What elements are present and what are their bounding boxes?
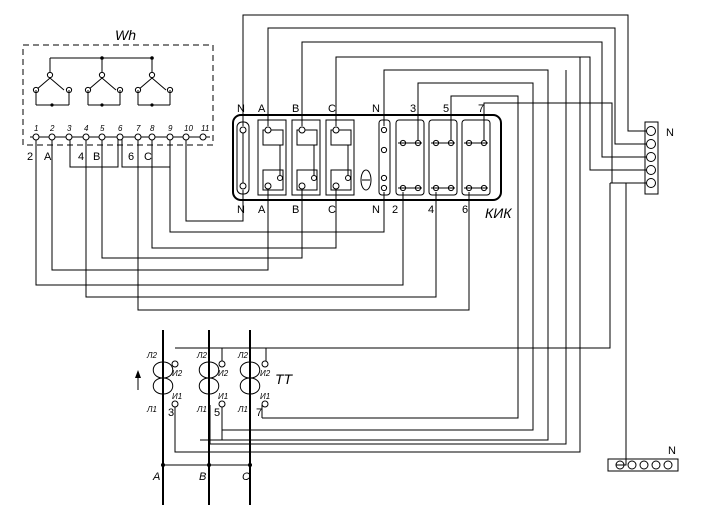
right-bus-outline — [644, 121, 659, 195]
meter-terminal — [199, 133, 207, 141]
meter-terminal — [48, 133, 56, 141]
block-cell-3 — [395, 119, 425, 196]
meter-terminal — [116, 133, 124, 141]
ct-c-i1: И1 — [260, 392, 270, 401]
ct-a-coil — [152, 361, 164, 395]
block-cell-5 — [428, 119, 458, 196]
ct-a-i1: И1 — [172, 392, 182, 401]
meter-terminal — [148, 133, 156, 141]
current-direction-arrow-icon — [135, 370, 141, 378]
ct-c-l2: Л2 — [237, 351, 248, 360]
block-top-n2: N — [372, 103, 380, 115]
block-bottom-b: B — [292, 204, 299, 216]
ground-bus-label: N — [668, 445, 676, 457]
meter-terminal — [166, 133, 174, 141]
right-neutral-bus: N — [644, 121, 674, 195]
meter-terminal — [98, 133, 106, 141]
test-block-outline — [232, 114, 502, 201]
block-cell-a — [257, 119, 287, 196]
meter-label-6: 6 — [128, 151, 134, 163]
meter-title: Wh — [115, 27, 136, 43]
current-transformers: TT Л2 Л2 Л2 И2 И2 И2 И1 И1 И1 Л1 Л1 Л1 3… — [135, 351, 294, 419]
test-block-title: КИК — [485, 205, 512, 221]
ct-b-i2: И2 — [218, 369, 229, 378]
block-top-a: A — [258, 103, 266, 115]
meter-terminal — [82, 133, 90, 141]
block-cell-7 — [461, 119, 491, 196]
block-top-b: B — [292, 103, 299, 115]
meter-label-a: A — [44, 151, 52, 163]
ct-b-l2: Л2 — [196, 351, 207, 360]
block-bottom-n1: N — [237, 204, 245, 216]
meter-label-c: C — [144, 151, 152, 163]
meter-terminal-number: 7 — [136, 124, 141, 133]
phase-label-a: A — [152, 471, 160, 483]
block-bottom-2: 2 — [392, 204, 398, 216]
meter-terminal-number: 1 — [34, 124, 38, 133]
meter-terminal-number: 4 — [84, 124, 89, 133]
meter-terminal — [134, 133, 142, 141]
block-top-7: 7 — [478, 103, 484, 115]
meter-terminal-number: 2 — [49, 124, 55, 133]
ct-b-l1: Л1 — [196, 405, 207, 414]
ct-num-5: 5 — [214, 407, 220, 419]
meter-terminal — [32, 133, 40, 141]
ct-c-i2: И2 — [260, 369, 271, 378]
wires — [35, 14, 646, 505]
ct-a-i2: И2 — [172, 369, 183, 378]
meter-terminal-number: 9 — [168, 124, 173, 133]
block-bottom-6: 6 — [462, 204, 468, 216]
ct-title: TT — [275, 371, 294, 387]
block-top-n1: N — [237, 103, 245, 115]
phase-label-b: B — [199, 471, 206, 483]
block-bottom-a: A — [258, 204, 266, 216]
meter-label-4: 4 — [78, 151, 84, 163]
block-cell-c — [325, 119, 355, 196]
meter-terminal-number: 10 — [184, 124, 193, 133]
ct-a-l1: Л1 — [146, 405, 157, 414]
block-cell-b — [291, 119, 321, 196]
meter-terminal — [65, 133, 73, 141]
ct-b-coil — [198, 361, 210, 395]
meter-terminal-number: 5 — [100, 124, 105, 133]
ct-c-coil — [239, 361, 251, 395]
meter-terminal-number: 3 — [67, 124, 72, 133]
meter-terminal-number: 8 — [150, 124, 155, 133]
block-fuse — [360, 169, 372, 191]
phase-label-c: C — [242, 471, 250, 483]
meter-terminal-number: 6 — [118, 124, 123, 133]
block-bottom-n2: N — [372, 204, 380, 216]
ct-a-l2: Л2 — [146, 351, 157, 360]
ct-num-3: 3 — [168, 407, 174, 419]
meter-block: Wh — [22, 27, 214, 168]
block-top-5: 5 — [443, 103, 449, 115]
meter-internals — [32, 56, 174, 107]
block-top-3: 3 — [410, 103, 416, 115]
right-bus-label: N — [666, 127, 674, 139]
block-bottom-4: 4 — [428, 204, 434, 216]
test-block: КИК N A B C N 3 5 7 N A B C N 2 4 6 — [232, 103, 512, 221]
meter-terminal — [182, 133, 190, 141]
ct-c-l1: Л1 — [237, 405, 248, 414]
meter-terminal-number: 11 — [201, 124, 209, 133]
meter-label-2: 2 — [27, 151, 33, 163]
ct-b-i1: И1 — [218, 392, 228, 401]
block-bottom-c: C — [328, 204, 336, 216]
ct-num-7: 7 — [256, 407, 262, 419]
ground-neutral-bus: N — [607, 445, 679, 472]
block-top-c: C — [328, 103, 336, 115]
meter-label-b: B — [93, 151, 100, 163]
